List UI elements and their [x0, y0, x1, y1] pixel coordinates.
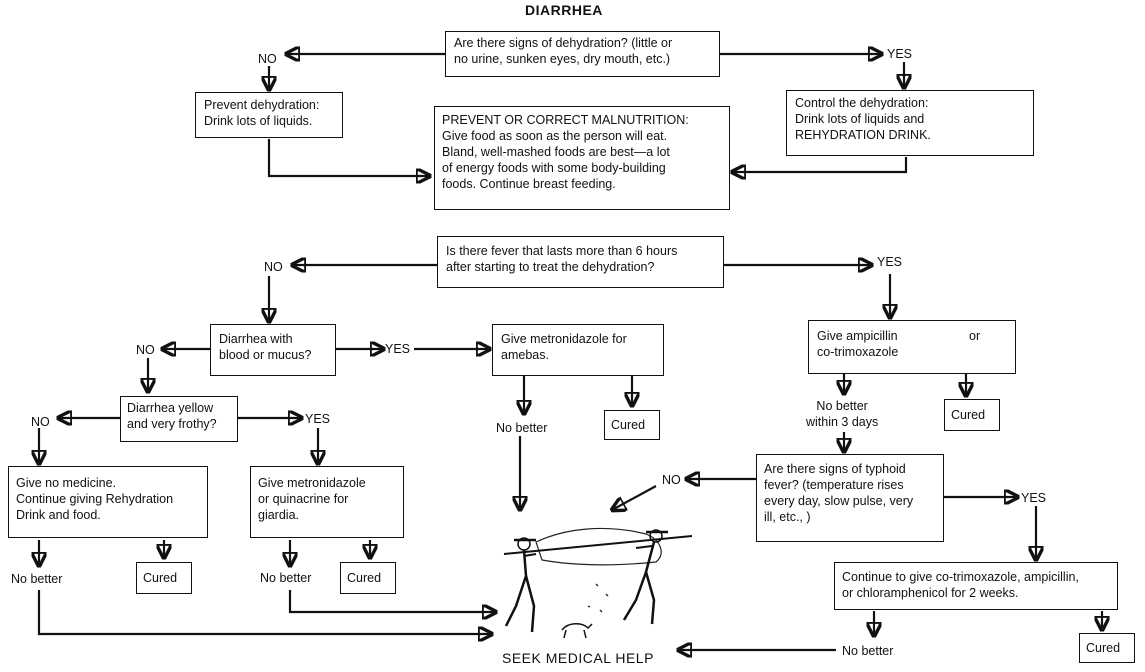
yellow-frothy-line: and very frothy? — [127, 417, 217, 431]
prevent-dehydration-line: Drink lots of liquids. — [204, 114, 313, 128]
nomed-cured-box: Cured — [136, 562, 192, 594]
q2-yes-label: YES — [877, 255, 903, 269]
metronidazole-amebas-line: amebas. — [501, 348, 549, 362]
blood-mucus-line: Diarrhea with — [219, 332, 293, 346]
fever-question: Is there fever that lasts more than 6 ho… — [437, 236, 724, 288]
q2-no-label: NO — [264, 260, 283, 274]
malnutrition-line: of energy foods with some body-building — [442, 161, 666, 175]
cured-text: Cured — [951, 408, 986, 422]
cured-text: Cured — [611, 418, 646, 432]
ampicillin-line: Give ampicillin or — [817, 328, 1007, 344]
typhoid-question: Are there signs of typhoid fever? (tempe… — [756, 454, 944, 542]
amebas-cured-box: Cured — [604, 410, 660, 440]
typhoid-no-label: NO — [662, 473, 681, 487]
blood-yes-label: YES — [385, 342, 411, 356]
yellow-yes-label: YES — [305, 412, 331, 426]
nomed-no-better-label: No better — [11, 572, 63, 586]
cured-text: Cured — [1086, 641, 1121, 655]
giardia-no-better-label: No better — [260, 571, 312, 585]
seek-medical-help-label: SEEK MEDICAL HELP — [502, 650, 654, 666]
blood-mucus-line: blood or mucus? — [219, 348, 312, 362]
arrow-prevent-malnutrition — [267, 139, 430, 176]
control-dehydration-box: Control the dehydration: Drink lots of l… — [786, 90, 1034, 156]
prevent-dehydration-box: Prevent dehydration: Drink lots of liqui… — [195, 92, 343, 138]
no-better-line: No better — [816, 399, 868, 413]
arrow-nobetter-seek3 — [288, 590, 496, 612]
metronidazole-amebas-box: Give metronidazole for amebas. — [492, 324, 664, 376]
dehydration-question-line: no urine, sunken eyes, dry mouth, etc.) — [454, 52, 671, 66]
cured-text: Cured — [347, 571, 382, 585]
malnutrition-line: PREVENT OR CORRECT MALNUTRITION: — [442, 113, 689, 127]
yellow-no-label: NO — [31, 415, 50, 429]
dehydration-question: Are there signs of dehydration? (little … — [445, 31, 720, 77]
control-dehydration-line: Control the dehydration: — [795, 96, 929, 110]
yellow-frothy-question: Diarrhea yellow and very frothy? — [120, 396, 238, 442]
typhoid-line: Are there signs of typhoid — [764, 462, 906, 476]
yellow-frothy-line: Diarrhea yellow — [127, 401, 214, 415]
arrow-control-malnutrition — [732, 157, 908, 172]
no-better-3days-label: No better within 3 days — [806, 398, 878, 430]
ampicillin-box: Give ampicillin or co-trimoxazole — [808, 320, 1016, 374]
within-3-days-line: within 3 days — [806, 415, 879, 429]
malnutrition-line: Bland, well-mashed foods are best—a lot — [442, 145, 670, 159]
ampicillin-or: or — [969, 329, 981, 343]
giardia-line: Give metronidazole — [258, 476, 366, 490]
metronidazole-giardia-box: Give metronidazole or quinacrine for gia… — [250, 466, 404, 538]
typhoid-yes-label: YES — [1021, 491, 1047, 505]
blood-no-label: NO — [136, 343, 155, 357]
stretcher-illustration — [503, 527, 693, 639]
giardia-cured-box: Cured — [340, 562, 396, 594]
no-medicine-line: Give no medicine. — [16, 476, 117, 490]
metronidazole-amebas-line: Give metronidazole for — [501, 332, 627, 346]
arrow-nobetter-seek2 — [37, 590, 492, 634]
diagram-title: DIARRHEA — [525, 2, 603, 18]
no-medicine-line: Continue giving Rehydration — [16, 492, 174, 506]
continue-antibiotics-box: Continue to give co-trimoxazole, ampicil… — [834, 562, 1118, 610]
typhoid-line: ill, etc., ) — [764, 510, 811, 524]
dehydration-question-line: Are there signs of dehydration? (little … — [454, 36, 673, 50]
ampicillin-cured-box: Cured — [944, 399, 1000, 431]
malnutrition-line: Give food as soon as the person will eat… — [442, 129, 668, 143]
typhoid-line: fever? (temperature rises — [764, 478, 904, 492]
giardia-line: giardia. — [258, 508, 299, 522]
no-medicine-line: Drink and food. — [16, 508, 101, 522]
no-medicine-box: Give no medicine. Continue giving Rehydr… — [8, 466, 208, 538]
typhoid-line: every day, slow pulse, very — [764, 494, 914, 508]
continue-cured-box: Cured — [1079, 633, 1135, 663]
fever-question-line: after starting to treat the dehydration? — [446, 260, 655, 274]
control-dehydration-line: REHYDRATION DRINK. — [795, 128, 931, 142]
blood-mucus-question: Diarrhea with blood or mucus? — [210, 324, 336, 376]
q1-no-label: NO — [258, 52, 277, 66]
amebas-no-better-label: No better — [496, 421, 548, 435]
ampicillin-text: Give ampicillin — [817, 329, 898, 343]
fever-question-line: Is there fever that lasts more than 6 ho… — [446, 244, 678, 258]
continue-no-better-label: No better — [842, 644, 894, 658]
control-dehydration-line: Drink lots of liquids and — [795, 112, 925, 126]
malnutrition-line: foods. Continue breast feeding. — [442, 177, 616, 191]
q1-yes-label: YES — [887, 47, 913, 61]
cotrimoxazole-line: co-trimoxazole — [817, 345, 899, 359]
malnutrition-box: PREVENT OR CORRECT MALNUTRITION: Give fo… — [434, 106, 730, 210]
continue-antibiotics-line: or chloramphenicol for 2 weeks. — [842, 586, 1019, 600]
prevent-dehydration-line: Prevent dehydration: — [204, 98, 320, 112]
arrow-no-seek — [612, 485, 657, 510]
cured-text: Cured — [143, 571, 178, 585]
continue-antibiotics-line: Continue to give co-trimoxazole, ampicil… — [842, 570, 1079, 584]
giardia-line: or quinacrine for — [258, 492, 349, 506]
